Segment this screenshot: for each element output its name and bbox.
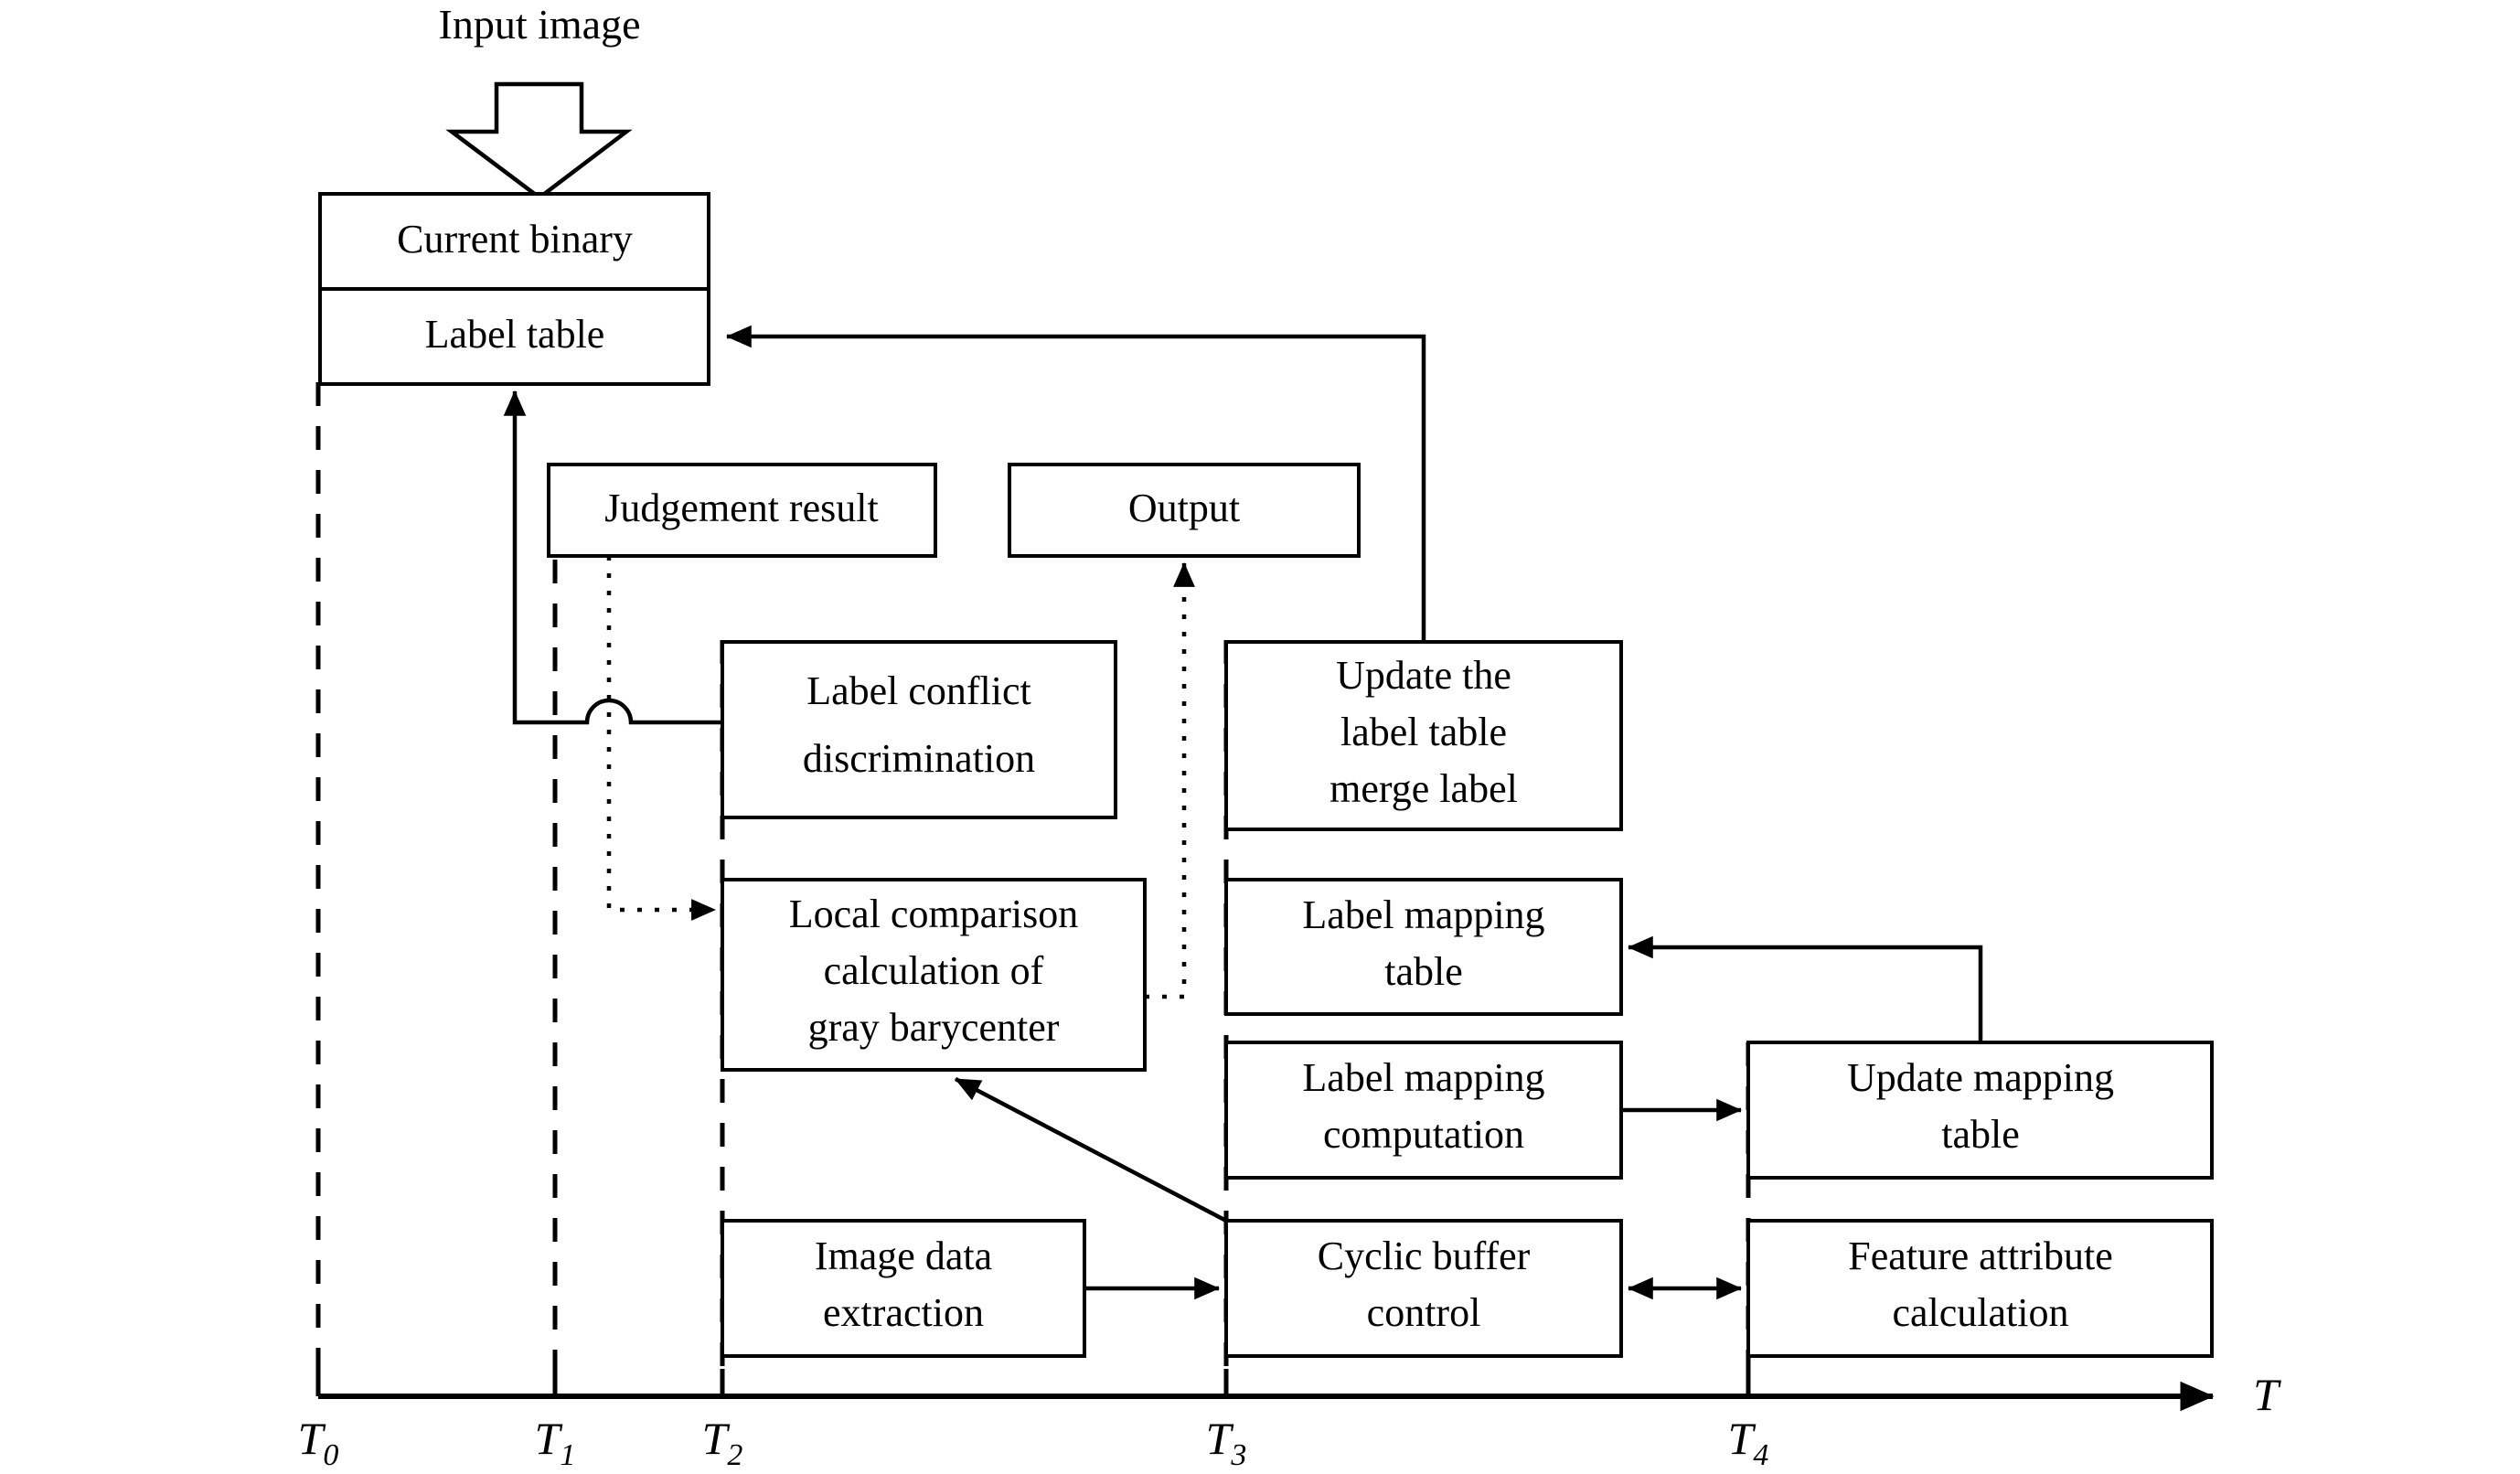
update-mapping-table-line1: Update mapping (1847, 1055, 2114, 1100)
judgement-result-label: Judgement result (604, 486, 878, 530)
judgement-result-box (547, 463, 937, 558)
connector-cyclic-buffer-to-local-comparison (954, 1077, 1228, 1223)
current-binary-label: Current binary (397, 217, 633, 262)
local-comparison-box (721, 878, 1147, 1072)
label-mapping-table-box (1224, 878, 1623, 1016)
axis-tick-label-t2-sub: 2 (727, 1438, 742, 1472)
local-comparison-line2: calculation of (824, 948, 1044, 993)
feature-attribute-line1: Feature attribute (1848, 1234, 2113, 1278)
axis-tick-label-t4: T4 (1728, 1413, 1769, 1472)
axis-tick-label-t1-base: T (535, 1413, 563, 1464)
connector-update-mapping-to-label-mapping (1627, 935, 1983, 1042)
current-binary-box (318, 192, 710, 291)
axis-tick-label-t2: T2 (702, 1413, 743, 1472)
connector-update-to-label-table (725, 325, 1426, 642)
label-conflict-line2: discrimination (803, 736, 1035, 781)
image-data-extraction-line2: extraction (823, 1290, 984, 1335)
label-conflict-line1: Label conflict (806, 668, 1031, 713)
update-mapping-table-line2: table (1941, 1112, 2020, 1157)
cyclic-buffer-control-line2: control (1367, 1290, 1481, 1335)
feature-attribute-calculation-box (1746, 1219, 2214, 1358)
axis-tick-label-t3-sub: 3 (1230, 1438, 1246, 1472)
axis-tick-label-t4-sub: 4 (1753, 1438, 1768, 1472)
label-table-label: Label table (425, 312, 605, 357)
axis-tick-label-t1: T1 (535, 1413, 576, 1472)
local-comparison-line3: gray barycenter (808, 1005, 1060, 1050)
label-mapping-computation-line2: computation (1323, 1112, 1524, 1157)
connector-local-comparison-to-output (1145, 561, 1195, 999)
axis-tick-label-t3: T3 (1206, 1413, 1247, 1472)
output-box (1008, 463, 1361, 558)
image-data-extraction-line1: Image data (815, 1234, 992, 1278)
input-image-label: Input image (439, 1, 641, 48)
label-table-box (318, 287, 710, 386)
cyclic-buffer-control-box (1224, 1219, 1623, 1358)
axis-tick-label-t1-sub: 1 (560, 1438, 575, 1472)
output-label: Output (1128, 486, 1240, 530)
axis-tick-label-t0-base: T (298, 1413, 326, 1464)
update-label-table-box (1224, 640, 1623, 831)
label-mapping-table-line2: table (1384, 949, 1463, 994)
axis-name-label: T (2253, 1369, 2281, 1420)
connector-conflict-to-label-table (503, 390, 722, 725)
label-conflict-discrimination-box (721, 640, 1117, 819)
axis-tick-label-t2-base: T (702, 1413, 731, 1464)
input-block-arrow-icon (445, 81, 633, 200)
update-label-table-line1: Update the (1336, 653, 1511, 698)
axis-tick-label-t4-base: T (1728, 1413, 1757, 1464)
local-comparison-line1: Local comparison (789, 892, 1078, 936)
feature-attribute-line2: calculation (1892, 1290, 2068, 1335)
cyclic-buffer-control-line1: Cyclic buffer (1318, 1234, 1531, 1278)
update-label-table-line2: label table (1340, 710, 1507, 754)
axis-tick-label-t0: T0 (298, 1413, 339, 1472)
label-mapping-table-line1: Label mapping (1302, 892, 1544, 937)
update-label-table-line3: merge label (1329, 766, 1518, 811)
label-mapping-computation-line1: Label mapping (1302, 1055, 1544, 1100)
axis-tick-label-t3-base: T (1206, 1413, 1234, 1464)
axis-tick-label-t0-sub: 0 (323, 1438, 338, 1472)
connector-judgement-to-local-comparison (606, 556, 717, 921)
update-mapping-table-box (1746, 1041, 2214, 1180)
